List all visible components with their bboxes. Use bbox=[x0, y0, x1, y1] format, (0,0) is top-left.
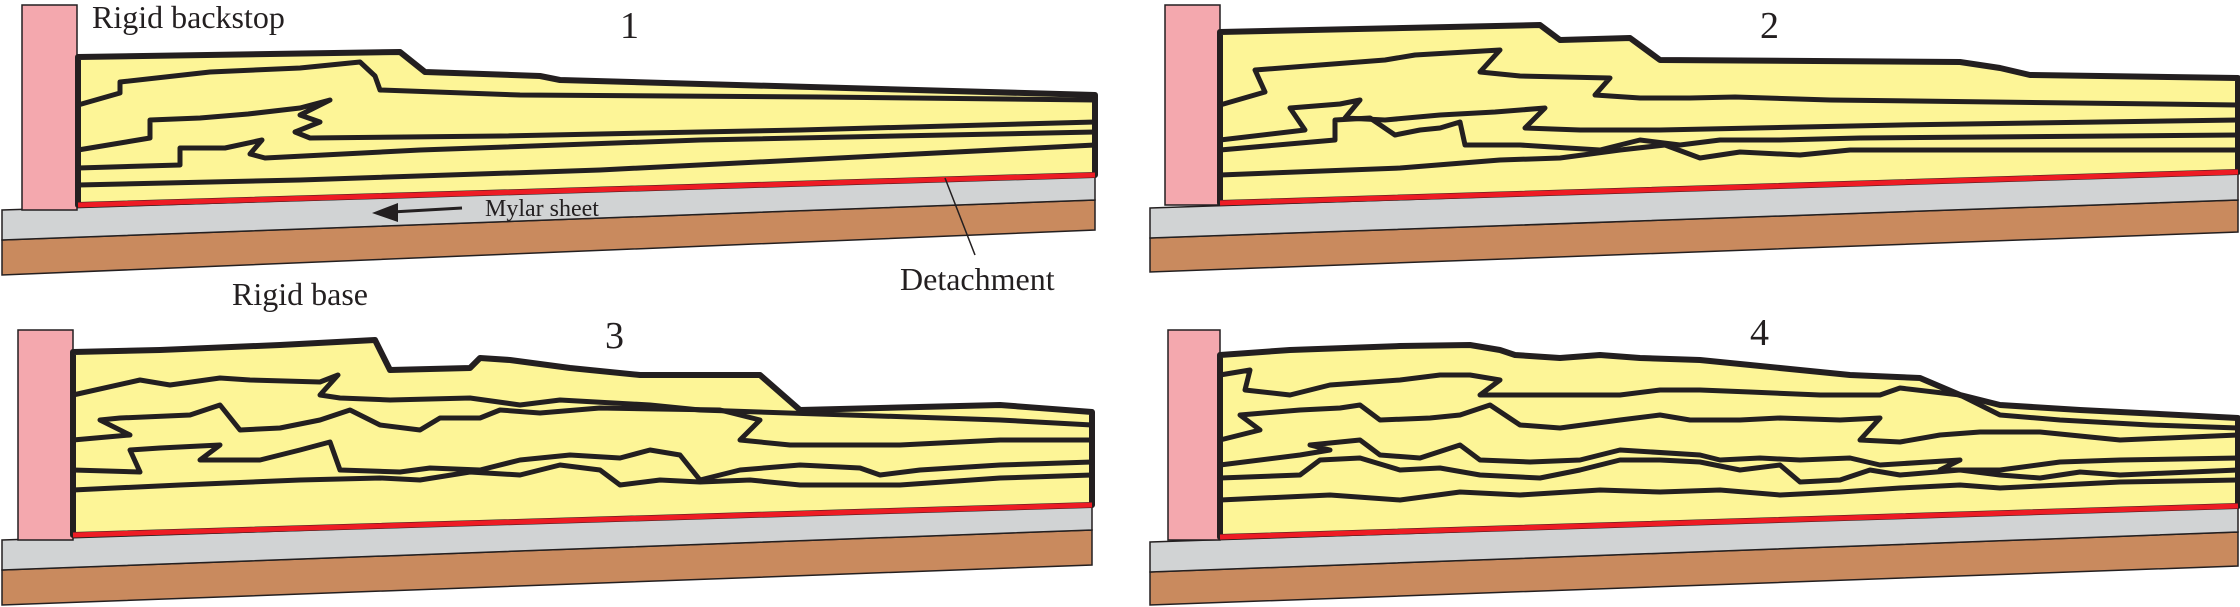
horizon bbox=[70, 462, 1095, 493]
horizon bbox=[75, 142, 1098, 188]
horizon bbox=[75, 97, 1098, 153]
rigid-backstop bbox=[1164, 4, 1221, 206]
detachment bbox=[77, 172, 1096, 208]
horizon bbox=[70, 402, 1095, 448]
panel-number: 3 bbox=[605, 315, 624, 357]
mylar-sheet-label: Mylar sheet bbox=[485, 196, 599, 222]
panel-3: 3 bbox=[1, 315, 1095, 606]
sand-wedge bbox=[70, 337, 1095, 538]
horizon bbox=[1217, 367, 2240, 431]
rigid-backstop bbox=[17, 329, 74, 541]
panel-4: 4 bbox=[1149, 312, 2240, 606]
horizon bbox=[1217, 455, 2240, 485]
panel-1: 1 bbox=[1, 4, 1098, 276]
horizon bbox=[75, 129, 1098, 171]
horizon bbox=[70, 439, 1095, 483]
horizon bbox=[1217, 47, 2240, 108]
horizon bbox=[1217, 115, 2240, 153]
horizon bbox=[1217, 142, 2240, 178]
panel-2: 2 bbox=[1149, 4, 2240, 273]
horizon bbox=[75, 59, 1098, 108]
detachment bbox=[1219, 503, 2239, 540]
detachment bbox=[72, 502, 1093, 538]
rigid-backstop bbox=[1167, 329, 1221, 541]
detachment bbox=[1219, 169, 2239, 206]
horizon bbox=[1217, 97, 2240, 143]
mylar-arrow bbox=[372, 203, 463, 222]
panel-number: 2 bbox=[1760, 5, 1779, 47]
rigid-base-label: Rigid base bbox=[232, 276, 368, 312]
detachment-leader bbox=[944, 177, 976, 256]
rigid-backstop-label: Rigid backstop bbox=[92, 0, 285, 35]
horizon bbox=[1217, 477, 2240, 503]
horizon bbox=[1217, 402, 2240, 445]
detachment-label: Detachment bbox=[900, 261, 1055, 297]
panel-number: 1 bbox=[620, 5, 639, 47]
panel-number: 4 bbox=[1750, 312, 1769, 354]
rigid-backstop bbox=[21, 4, 78, 211]
